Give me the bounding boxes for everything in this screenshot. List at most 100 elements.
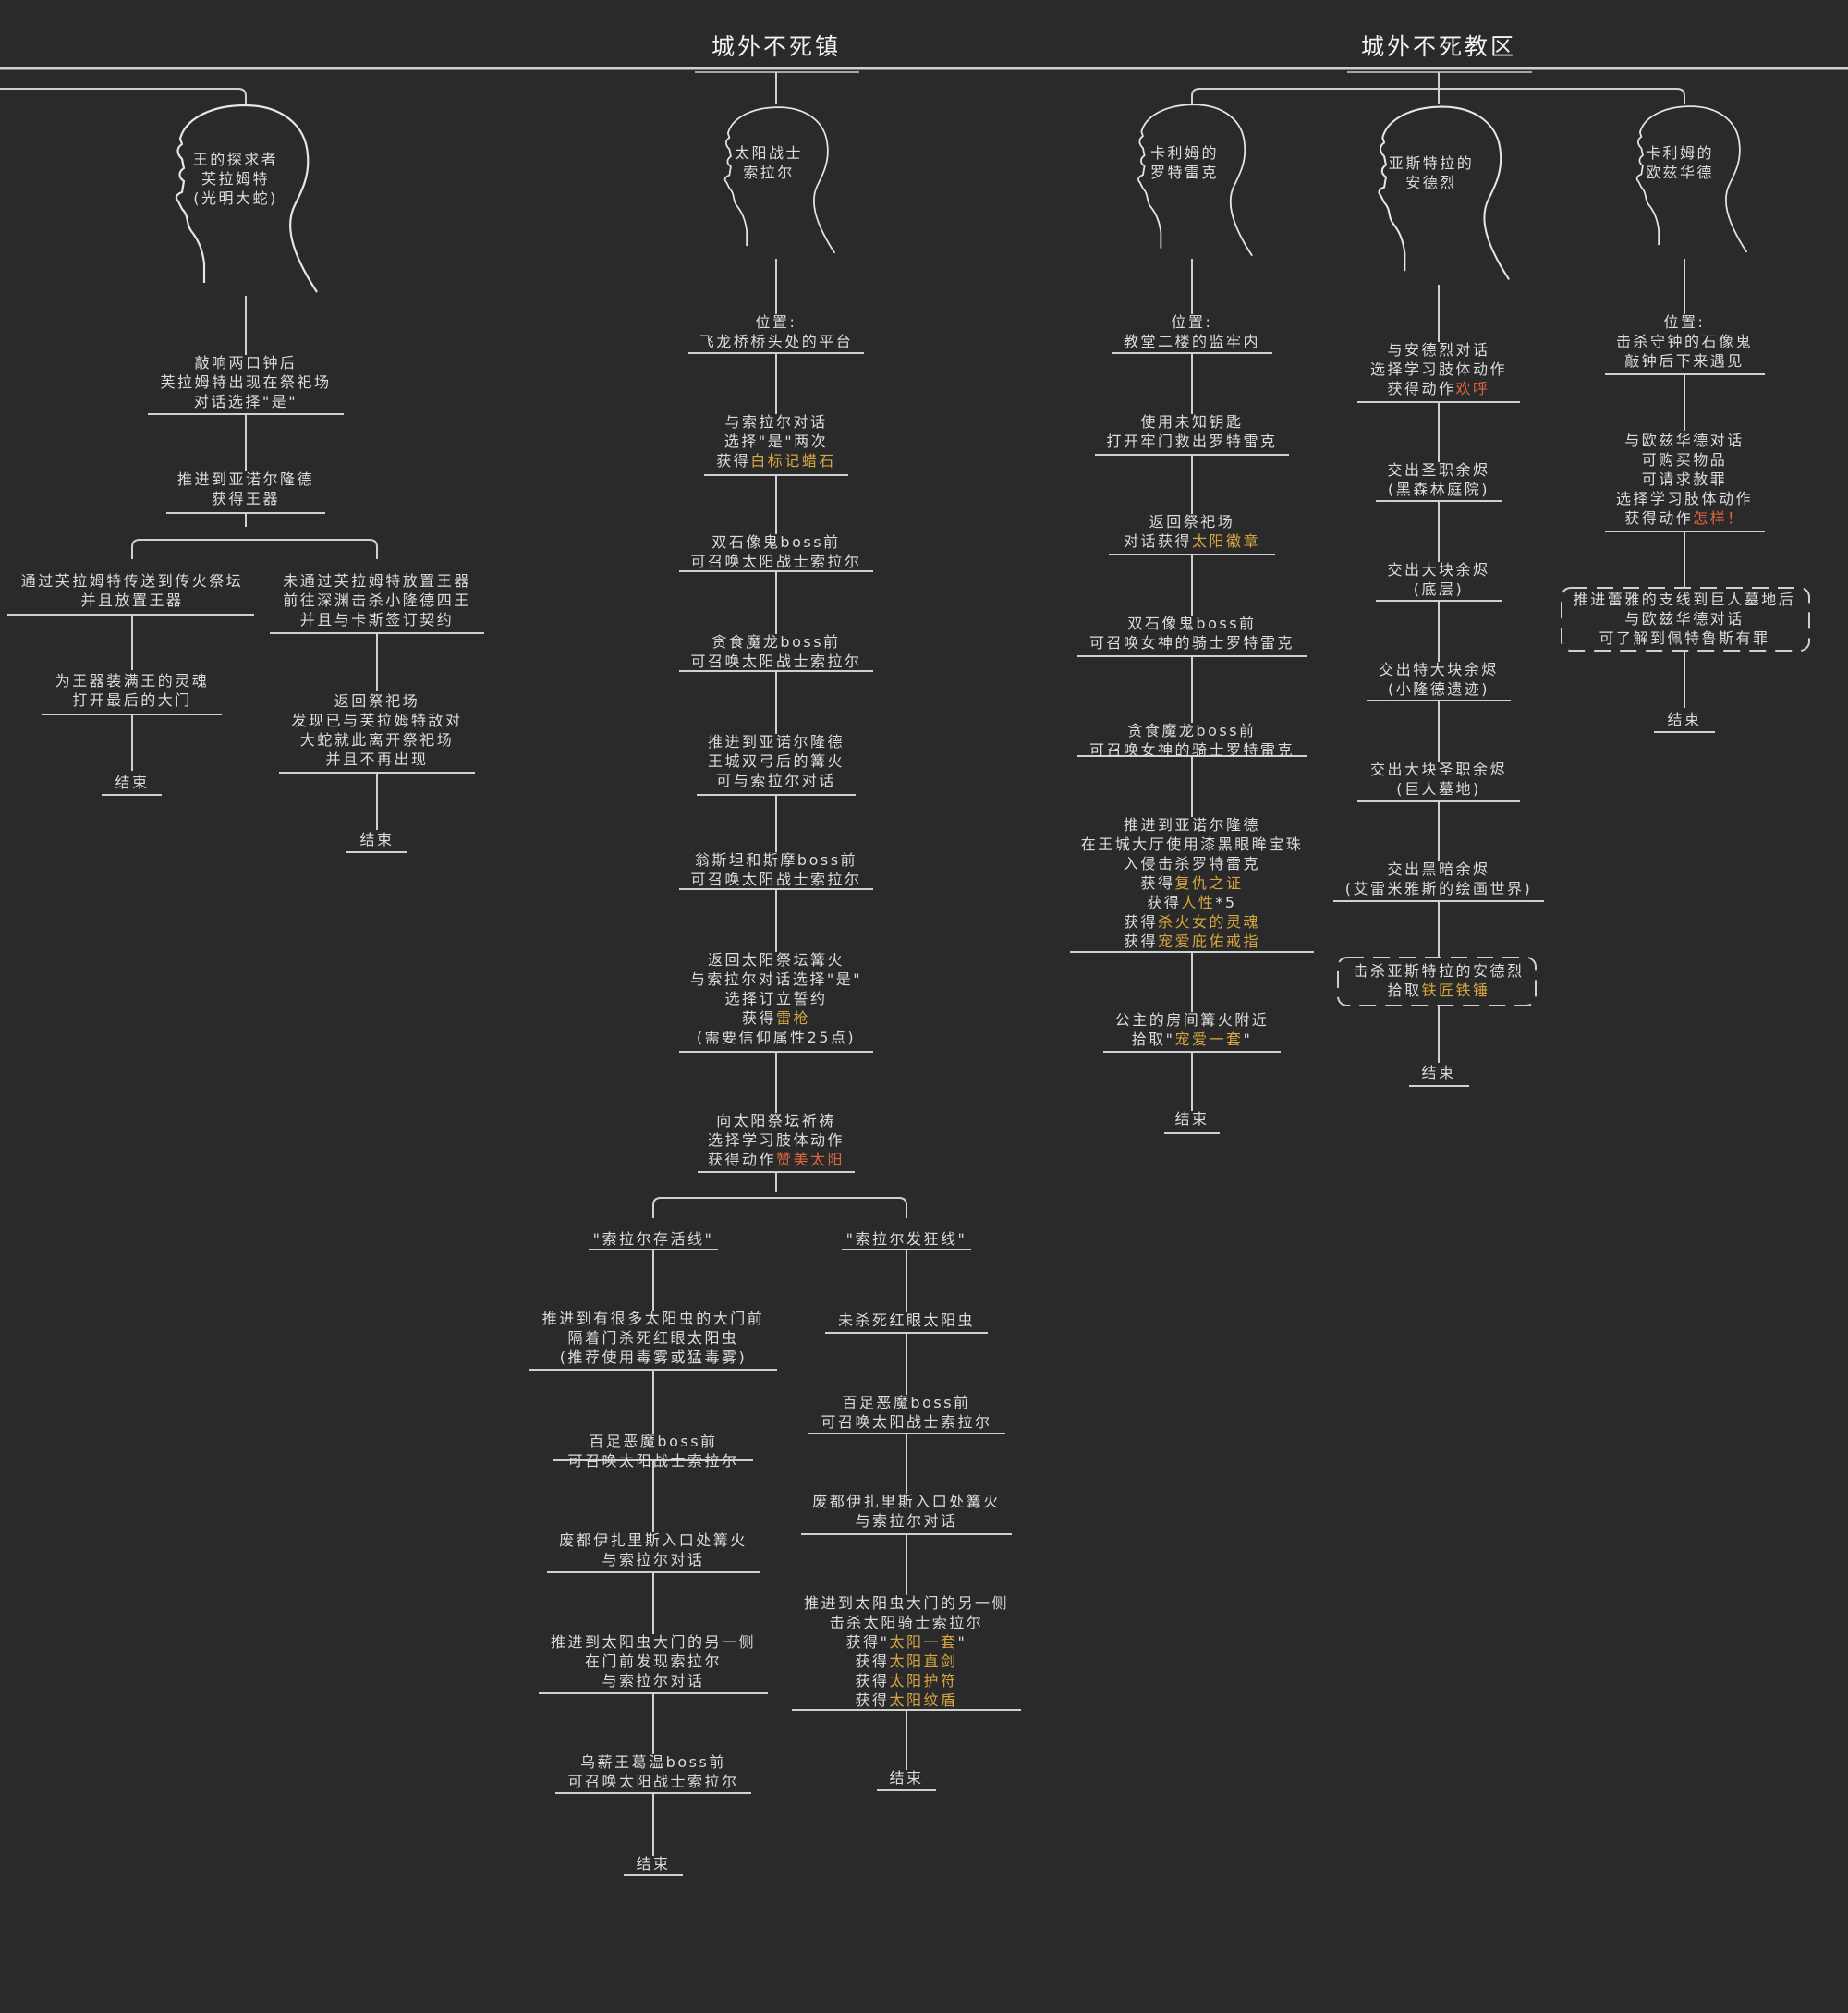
reward-item: 复仇之证 [1174,874,1244,892]
solaire-mad-step-0: 未杀死红眼太阳虫 [838,1311,975,1330]
step-text: 贪食魔龙boss前 可召唤女神的骑士罗特雷克 [1088,722,1295,759]
solaire-branch-0-name: "索拉尔存活线" [592,1230,714,1248]
head-label-oswald: 卡利姆的 欧兹华德 [1645,144,1715,181]
andre-step-1: 交出圣职余烬 (黑森林庭院) [1387,460,1489,499]
step-text: 双石像鬼boss前 可召唤太阳战士索拉尔 [690,533,862,570]
step-text: 为王器装满王的灵魂 打开最后的大门 [55,672,210,709]
frampt-branch0-step-0: 通过芙拉姆特传送到传火祭坛 并且放置王器 [21,571,244,610]
step-text: 废都伊扎里斯入口处篝火 与索拉尔对话 [812,1493,1001,1530]
reward-item: 太阳纹盾 [889,1691,958,1709]
step-text: 向太阳祭坛祈祷 选择学习肢体动作 获得动作 [707,1112,845,1168]
andre-step-0: 与安德烈对话 选择学习肢体动作 获得动作欢呼 [1370,340,1507,398]
reward-text: 获得 [855,1672,890,1690]
oswald-end: 结束 [1667,710,1701,729]
solaire-mad-step-3: 推进到太阳虫大门的另一侧 击杀太阳骑士索拉尔 获得"太阳一套" 获得太阳直剑 获… [804,1593,1009,1710]
section-title-undead-parish: 城外不死教区 [1360,33,1517,60]
step-text: 位置: 击杀守钟的石像鬼 敲钟后下来遇见 [1615,313,1754,370]
solaire-branch-1-name: "索拉尔发狂线" [845,1230,967,1248]
step-text: 位置: 教堂二楼的监牢内 [1123,313,1261,350]
oswald-step-0: 位置: 击杀守钟的石像鬼 敲钟后下来遇见 [1616,312,1753,371]
step-text: 结束 [359,831,395,848]
step-text: 推进到亚诺尔隆德 在王城大厅使用漆黑眼眸宝珠 入侵击杀罗特雷克 [1080,816,1304,872]
step-text: 翁斯坦和斯摩boss前 可召唤太阳战士索拉尔 [690,851,862,888]
solaire-step-3: 贪食魔龙boss前 可召唤太阳战士索拉尔 [690,632,861,671]
solaire-step-2: 双石像鬼boss前 可召唤太阳战士索拉尔 [690,532,861,571]
lautrec-step-6: 公主的房间篝火附近 拾取"宠爱一套" [1115,1010,1270,1049]
step-text: 位置: 飞龙桥桥头处的平台 [699,313,854,350]
reward-text: " [957,1633,967,1651]
reward-text: 获得 [1123,933,1158,950]
section-title-undead-burg: 城外不死镇 [711,33,842,60]
reward-item: 太阳直剑 [889,1653,958,1670]
solaire-live-step-2: 废都伊扎里斯入口处篝火 与索拉尔对话 [559,1531,748,1569]
frampt-connector [0,88,247,104]
step-text-after: " [1243,1031,1253,1048]
reward-item: 太阳护符 [889,1672,958,1690]
step-text: 推进蕾雅的支线到巨人墓地后 与欧兹华德对话 可了解到佩特鲁斯有罪 [1573,591,1796,647]
solaire-live-step-1: 百足恶魔boss前 可召唤太阳战士索拉尔 [567,1432,738,1470]
gesture-highlight: 欢呼 [1455,380,1490,397]
step-text: 推进到太阳虫大门的另一侧 击杀太阳骑士索拉尔 [803,1594,1010,1631]
step-text: 与索拉尔对话 选择"是"两次 获得 [716,413,829,470]
step-text: 结束 [636,1855,671,1873]
frampt-end-0: 结束 [115,773,149,792]
lautrec-step-7: 结束 [1174,1109,1209,1128]
step-text: 推进到太阳虫大门的另一侧 在门前发现索拉尔 与索拉尔对话 [550,1633,757,1690]
reward-text: 获得 [1140,874,1175,892]
item-highlight: 白标记蜡石 [750,452,836,470]
step-text: 贪食魔龙boss前 可召唤太阳战士索拉尔 [690,633,862,670]
step-text: 结束 [115,774,150,791]
frampt-branch0-step-1: 为王器装满王的灵魂 打开最后的大门 [55,671,210,710]
step-text: 推进到亚诺尔隆德 王城双弓后的篝火 可与索拉尔对话 [707,733,845,789]
step-text: 废都伊扎里斯入口处篝火 与索拉尔对话 [559,1531,748,1568]
solaire-step-1: 与索拉尔对话 选择"是"两次 获得白标记蜡石 [716,412,836,470]
step-text: 结束 [1174,1110,1210,1128]
reward-text: 获得" [845,1633,890,1651]
item-highlight: 铁匠铁锤 [1421,982,1490,999]
item-highlight: 宠爱一套 [1174,1031,1244,1048]
step-text: 通过芙拉姆特传送到传火祭坛 并且放置王器 [20,572,244,609]
lautrec-step-1: 使用未知钥匙 打开牢门救出罗特雷克 [1106,412,1277,451]
step-text-after: (需要信仰属性25点) [696,1029,857,1046]
item-highlight: 雷枪 [775,1009,811,1027]
step-text: 结束 [1667,711,1702,728]
lautrec-step-0: 位置: 教堂二楼的监牢内 [1124,312,1260,351]
step-text: 未通过芙拉姆特放置王器 前往深渊击杀小隆德四王 并且与卡斯签订契约 [283,572,471,628]
step-text: 返回太阳祭坛篝火 与索拉尔对话选择"是" 选择订立誓约 获得 [689,951,863,1027]
step-text: 交出大块圣职余烬 (巨人墓地) [1369,761,1508,798]
andre-step-3: 交出特大块余烬 (小隆德遗迹) [1379,660,1499,699]
andre-step-5: 交出黑暗余烬 (艾雷米雅斯的绘画世界) [1345,860,1533,898]
andre-step-6: 击杀亚斯特拉的安德烈 拾取铁匠铁锤 [1353,961,1524,1000]
solaire-mad-step-1: 百足恶魔boss前 可召唤太阳战士索拉尔 [821,1393,991,1432]
solaire-mad-step-4: 结束 [889,1768,923,1787]
step-text: 百足恶魔boss前 可召唤太阳战士索拉尔 [821,1394,992,1431]
step-text: 击杀亚斯特拉的安德烈 拾取 [1353,962,1525,999]
andre-step-2: 交出大块余烬 (底层) [1387,560,1489,599]
step-text: 推进到亚诺尔隆德 获得王器 [176,470,315,507]
andre-step-4: 交出大块圣职余烬 (巨人墓地) [1370,760,1507,799]
head-label-solaire: 太阳战士 索拉尔 [734,144,804,181]
reward-item: 人性 [1181,894,1216,911]
solaire-mad-step-2: 废都伊扎里斯入口处篝火 与索拉尔对话 [812,1492,1001,1531]
step-text: 公主的房间篝火附近 拾取" [1114,1011,1270,1048]
frampt-branch1-step-0: 未通过芙拉姆特放置王器 前往深渊击杀小隆德四王 并且与卡斯签订契约 [283,571,471,629]
solaire-live-step-0: 推进到有很多太阳虫的大门前 隔着门杀死红眼太阳虫 (推荐使用毒雾或猛毒雾) [542,1309,765,1367]
step-text: 与欧兹华德对话 可购买物品 可请求赦罪 选择学习肢体动作 获得动作 [1615,432,1754,527]
reward-text: 获得 [855,1653,890,1670]
step-text: 返回祭祀场 发现已与芙拉姆特敌对 大蛇就此离开祭祀场 并且不再出现 [291,692,463,768]
step-text: 结束 [889,1769,924,1787]
step-text: 结束 [1421,1064,1456,1081]
step-text: 双石像鬼boss前 可召唤女神的骑士罗特雷克 [1088,615,1295,652]
andre-optional-box [1337,957,1537,1006]
solaire-step-6: 返回太阳祭坛篝火 与索拉尔对话选择"是" 选择订立誓约 获得雷枪 (需要信仰属性… [690,950,862,1047]
step-text: 返回祭祀场 对话获得 [1123,513,1235,550]
step-text: 乌薪王葛温boss前 可召唤太阳战士索拉尔 [567,1753,739,1790]
reward-text: *5 [1215,894,1237,911]
step-text: 交出大块余烬 (底层) [1387,561,1490,598]
frampt-end-1: 结束 [359,830,394,849]
gesture-highlight: 赞美太阳 [776,1151,845,1168]
step-text: 使用未知钥匙 打开牢门救出罗特雷克 [1106,413,1278,450]
lautrec-step-4: 贪食魔龙boss前 可召唤女神的骑士罗特雷克 [1089,721,1295,760]
reward-item: 杀火女的灵魂 [1157,913,1261,931]
solaire-live-step-5: 结束 [636,1854,670,1873]
